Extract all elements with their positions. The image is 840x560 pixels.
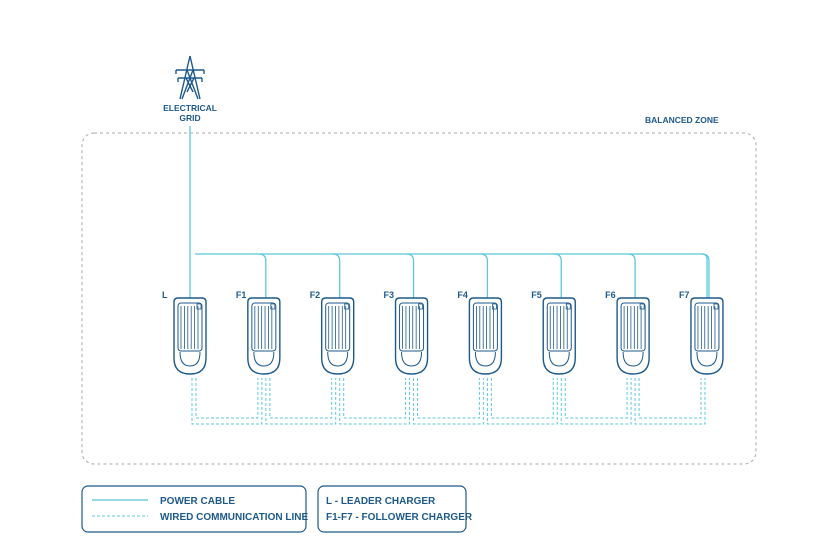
charger-indicator xyxy=(270,303,276,310)
power-drop-f6 xyxy=(628,253,636,298)
balanced-zone-boundary xyxy=(81,132,757,465)
charger-indicator xyxy=(418,303,423,310)
power-drop-f3 xyxy=(406,253,415,298)
charger-panel xyxy=(620,302,646,352)
charger-panel xyxy=(546,302,572,352)
legend-power-cable-label: POWER CABLE xyxy=(160,496,235,507)
legend-follower-label: F1-F7 - FOLLOWER CHARGER xyxy=(326,512,473,523)
charger-panel xyxy=(399,302,425,352)
charger-panel xyxy=(694,302,720,352)
charger-indicator xyxy=(196,303,202,310)
charger-cable-hook xyxy=(253,351,275,367)
communication-lines-layer xyxy=(191,378,706,425)
comm-line-l xyxy=(195,378,259,419)
charger-panel xyxy=(325,302,351,352)
legend-wired-comm-label: WIRED COMMUNICATION LINE xyxy=(160,512,308,523)
charger-panel xyxy=(251,302,277,352)
comm-line-return-f6 xyxy=(634,378,706,425)
charger-label: F3 xyxy=(384,290,395,300)
charger-l: L xyxy=(162,290,207,375)
power-drop-f5 xyxy=(554,253,562,298)
power-bus xyxy=(195,253,708,298)
grid-label-line1: ELECTRICAL xyxy=(163,103,217,113)
charger-cable-hook xyxy=(179,351,201,367)
charger-cable-hook xyxy=(548,351,570,367)
charger-f4: F4 xyxy=(457,253,503,375)
comm-line-return-f5 xyxy=(560,378,632,425)
charger-f3: F3 xyxy=(384,253,429,375)
legend-lines-box xyxy=(81,485,307,533)
comm-line-f4 xyxy=(490,378,554,419)
charger-label: F1 xyxy=(236,290,247,300)
comm-line-f3 xyxy=(417,378,480,419)
chargers-layer: L F1 F2 F3 F4 F5 F6 F7 xyxy=(162,253,724,375)
charger-f6: F6 xyxy=(605,253,650,375)
charger-indicator xyxy=(639,303,645,310)
power-drop-f2 xyxy=(332,253,341,298)
charger-f7: F7 xyxy=(679,253,724,375)
charger-label: F2 xyxy=(310,290,321,300)
charger-label: F6 xyxy=(605,290,616,300)
charger-indicator xyxy=(713,303,719,310)
charger-label: F4 xyxy=(457,290,468,300)
comm-line-f1 xyxy=(269,378,333,419)
power-drop-f7 xyxy=(701,253,710,298)
comm-line-return-f1 xyxy=(265,378,337,425)
comm-line-return-l xyxy=(191,378,263,425)
charger-f1: F1 xyxy=(236,253,281,375)
charger-cable-hook xyxy=(401,351,423,367)
comm-line-return-f3 xyxy=(413,378,484,425)
grid-label-line2: GRID xyxy=(179,113,200,123)
power-drop-f1 xyxy=(258,253,267,298)
legend-leader-label: L - LEADER CHARGER xyxy=(326,496,436,507)
comm-line-f6 xyxy=(638,378,702,419)
charger-label: F5 xyxy=(531,290,542,300)
comm-line-return-f4 xyxy=(486,378,558,425)
comm-line-f5 xyxy=(564,378,628,419)
transmission-tower-icon xyxy=(175,55,205,100)
charger-cable-hook xyxy=(622,351,644,367)
charger-panel xyxy=(177,302,203,352)
power-drop-f4 xyxy=(480,253,489,298)
charger-panel xyxy=(472,302,498,352)
charger-label: F7 xyxy=(679,290,690,300)
charger-label: L xyxy=(162,290,168,300)
comm-line-f2 xyxy=(343,378,407,419)
charger-indicator xyxy=(344,303,350,310)
charger-indicator xyxy=(491,303,497,310)
comm-line-return-f2 xyxy=(339,378,411,425)
balanced-zone-label: BALANCED ZONE xyxy=(645,115,719,125)
charger-indicator xyxy=(565,303,571,310)
charger-cable-hook xyxy=(327,351,349,367)
charger-cable-hook xyxy=(474,351,496,367)
charger-f2: F2 xyxy=(310,253,355,375)
charger-f5: F5 xyxy=(531,253,576,375)
legend-charger-box xyxy=(317,485,467,533)
charger-cable-hook xyxy=(696,351,718,367)
